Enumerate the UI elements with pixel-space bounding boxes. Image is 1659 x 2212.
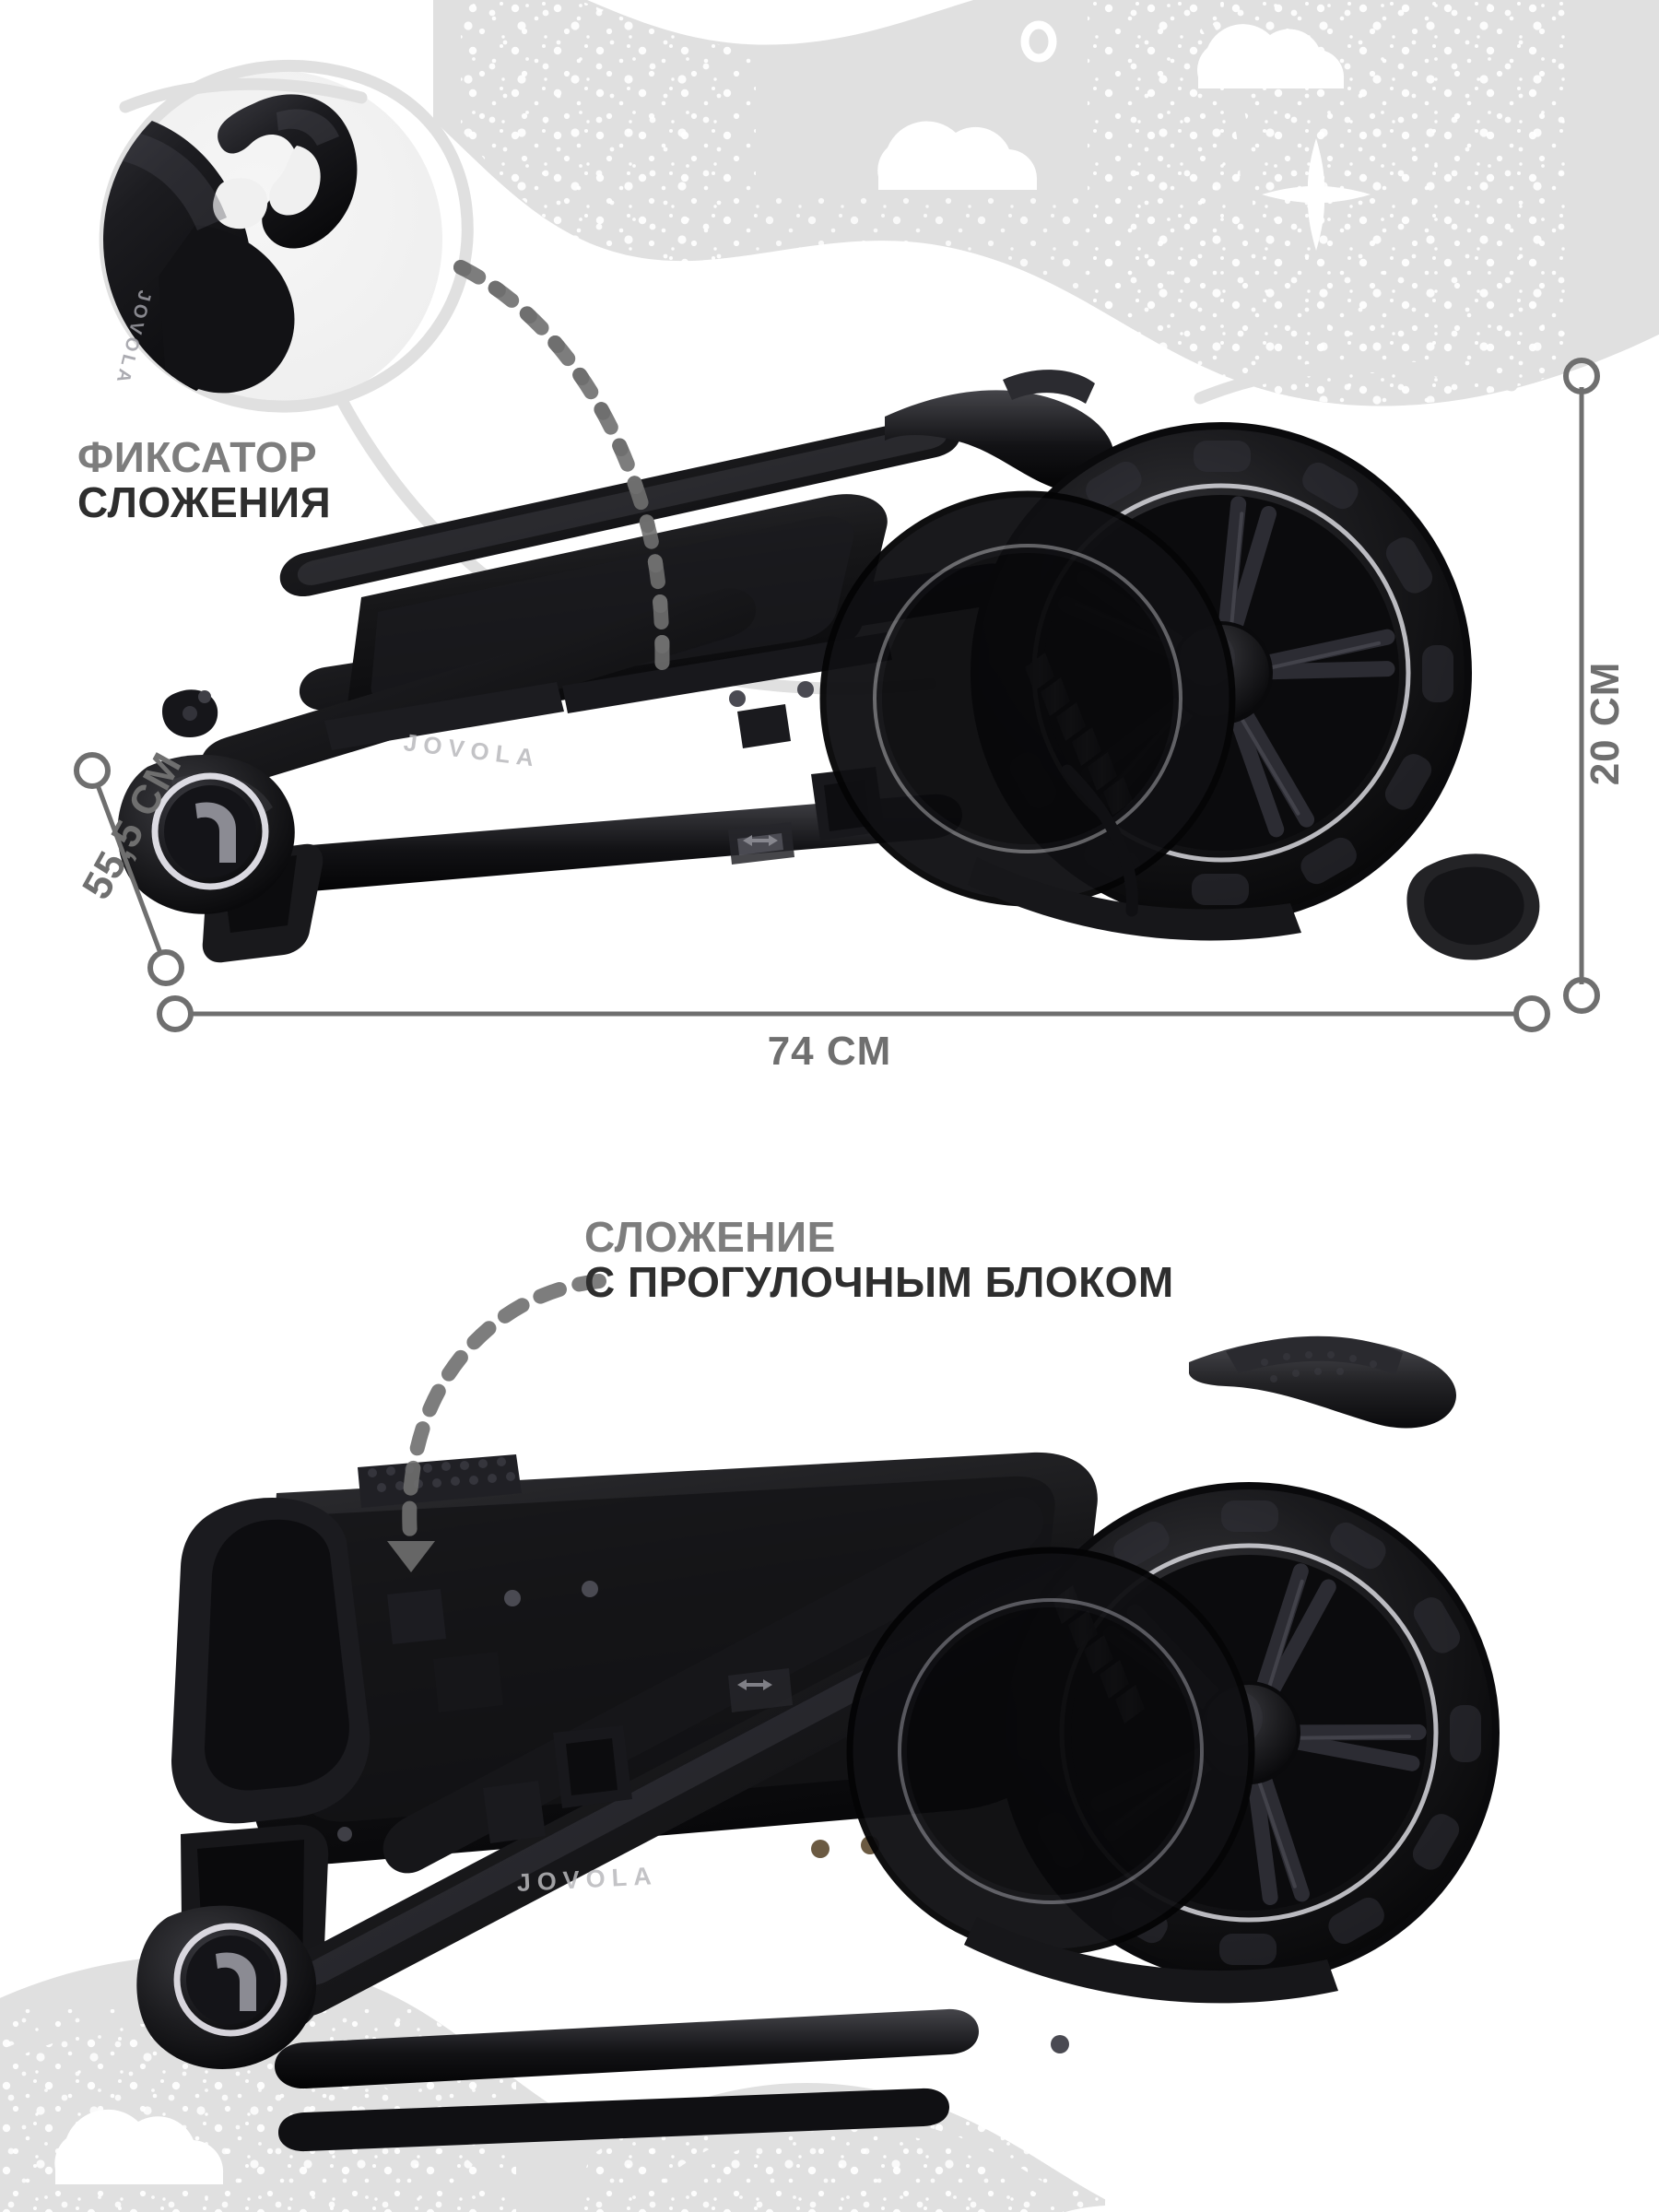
product-image-folded-chassis — [117, 370, 1540, 963]
cloud-icon — [877, 121, 1038, 190]
cloud-icon — [1197, 24, 1345, 88]
wheel — [846, 1547, 1255, 1956]
seat-fold-caption-line1: СЛОЖЕНИЕ — [584, 1213, 836, 1261]
callout-caption-line1: ФИКСАТОР — [77, 433, 318, 481]
callout-caption-fold-lock: ФИКСАТОР СЛОЖЕНИЯ — [77, 435, 331, 525]
callout-caption-seat-fold: СЛОЖЕНИЕ С ПРОГУЛОЧНЫМ БЛОКОМ — [584, 1215, 1174, 1305]
dimension-line-height — [1563, 358, 1600, 1014]
fold-lock-part — [103, 94, 358, 409]
dimension-label-depth: 55,5 CM — [74, 745, 191, 907]
leader-line-seat-fold — [387, 1274, 606, 1572]
dot-icon — [1020, 20, 1057, 63]
dimension-label-height: 20 CM — [1583, 661, 1628, 786]
dimension-line-width — [157, 995, 1550, 1032]
product-image-folded-with-seat — [136, 1335, 1500, 2152]
seat-fold-caption-line2: С ПРОГУЛОЧНЫМ БЛОКОМ — [584, 1257, 1174, 1306]
cloud-icon — [54, 2109, 224, 2184]
callout-caption-line2: СЛОЖЕНИЯ — [77, 477, 332, 526]
dimension-line-depth — [74, 752, 184, 986]
sparkle-icon — [1262, 138, 1371, 251]
dimension-label-width: 74 CM — [767, 1029, 892, 1074]
leader-line-fold-lock — [453, 260, 670, 689]
sparkle-icon — [1065, 2155, 1162, 2212]
